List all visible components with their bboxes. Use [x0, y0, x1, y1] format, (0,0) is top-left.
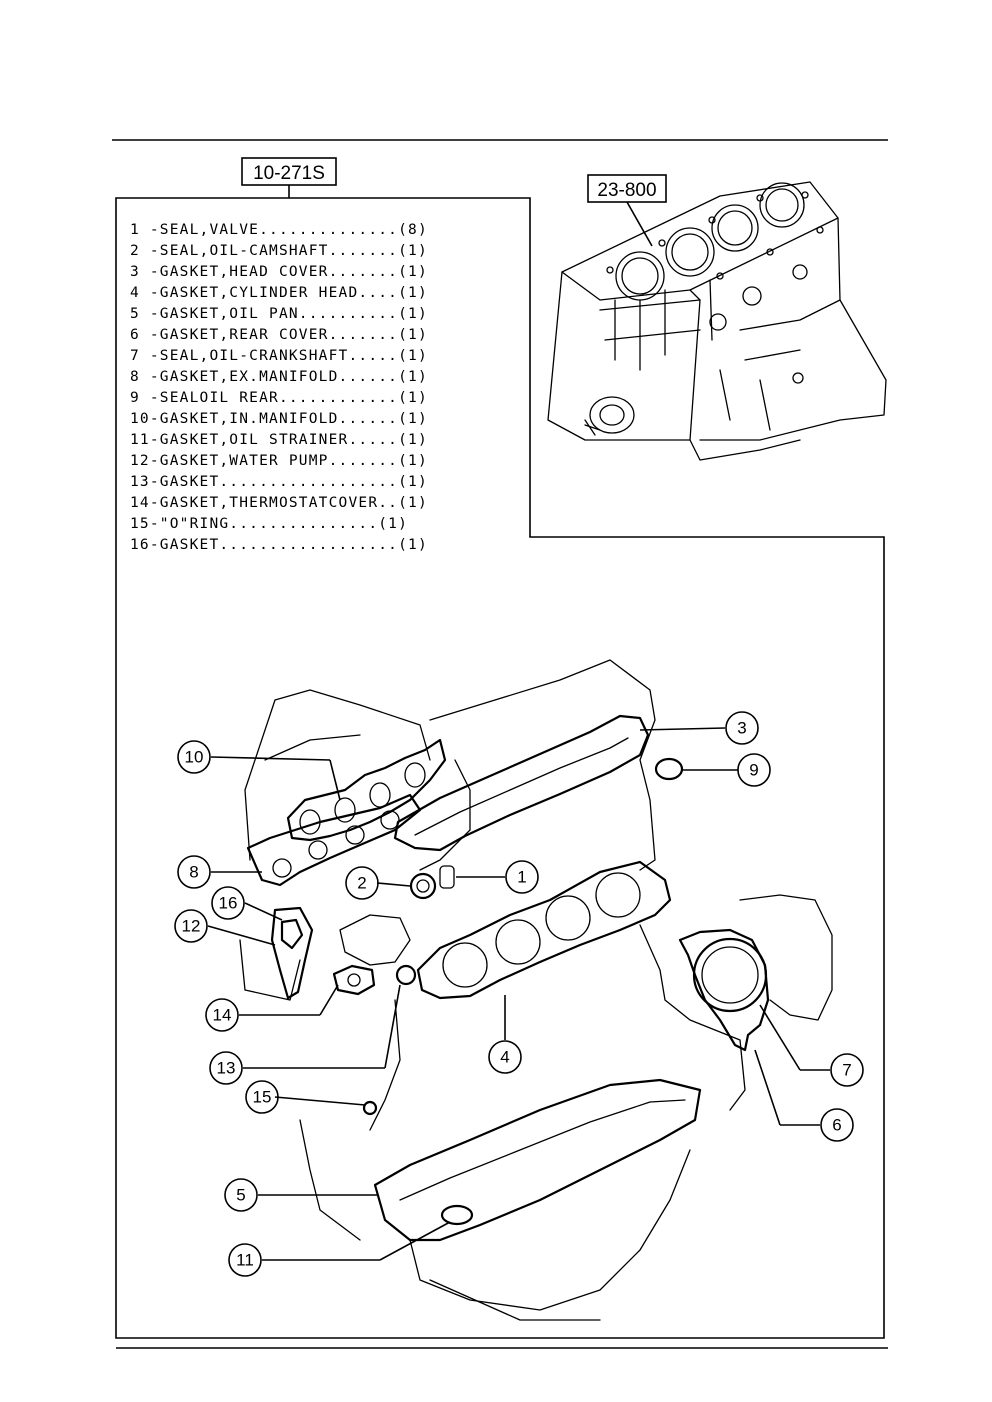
engine-block-part-number: 23-800: [597, 180, 656, 201]
oil-strainer-gasket: [440, 1204, 474, 1226]
head-cover-gasket: [393, 714, 650, 852]
leader-lines: [207, 727, 830, 1261]
cylinder-bore: [665, 227, 715, 277]
svg-text:3: 3: [737, 719, 746, 738]
callout-1: 1: [505, 860, 539, 894]
parts-list-item: 9 -SEALOIL REAR............(1): [130, 390, 428, 406]
engine-block-illustration: [547, 181, 887, 461]
callout-2: 2: [345, 866, 379, 900]
cylinder-head-gasket: [416, 860, 672, 1000]
callout-15: 15: [245, 1080, 279, 1114]
parts-list-item: 13-GASKET..................(1): [130, 474, 428, 490]
svg-text:5: 5: [236, 1186, 245, 1205]
svg-text:1: 1: [517, 868, 526, 887]
exploded-gasket-illustration: 1 2 3 4 5 6 7 8: [174, 659, 864, 1321]
oil-pan-gasket: [373, 1078, 702, 1242]
svg-text:4: 4: [500, 1048, 509, 1067]
gasket-13: [395, 964, 417, 986]
parts-list-item: 2 -SEAL,OIL-CAMSHAFT.......(1): [130, 243, 428, 259]
callout-6: 6: [820, 1108, 854, 1142]
callout-13: 13: [209, 1051, 243, 1085]
parts-list-item: 4 -GASKET,CYLINDER HEAD....(1): [130, 285, 428, 301]
svg-text:7: 7: [842, 1061, 851, 1080]
callout-16: 16: [211, 886, 245, 920]
svg-text:6: 6: [832, 1116, 841, 1135]
crankshaft-oil-seal: [692, 937, 768, 1013]
camshaft-oil-seal: [409, 872, 437, 900]
callout-4: 4: [488, 1040, 522, 1074]
cylinder-bore: [615, 251, 665, 301]
callout-7: 7: [830, 1053, 864, 1087]
svg-text:10: 10: [185, 748, 204, 767]
parts-list-item: 15-"O"RING...............(1): [130, 516, 408, 532]
parts-list-item: 1 -SEAL,VALVE..............(8): [130, 222, 428, 238]
cylinder-bore: [759, 182, 805, 228]
callout-9: 9: [737, 753, 771, 787]
rear-oil-seal: [654, 757, 684, 781]
callout-14: 14: [205, 998, 239, 1032]
parts-list-item: 3 -GASKET,HEAD COVER.......(1): [130, 264, 428, 280]
parts-list-item: 10-GASKET,IN.MANIFOLD......(1): [130, 411, 428, 427]
water-pump-gasket: [270, 906, 314, 1000]
gasket-16: [280, 918, 304, 950]
cylinder-bore: [711, 204, 759, 252]
parts-list-item: 5 -GASKET,OIL PAN..........(1): [130, 306, 428, 322]
parts-list-item: 12-GASKET,WATER PUMP.......(1): [130, 453, 428, 469]
o-ring: [362, 1100, 378, 1116]
parts-list-item: 16-GASKET..................(1): [130, 537, 428, 553]
parts-list-item: 14-GASKET,THERMOSTATCOVER..(1): [130, 495, 428, 511]
svg-text:15: 15: [253, 1088, 272, 1107]
parts-list: 1 -SEAL,VALVE..............(8) 2 -SEAL,O…: [130, 222, 428, 553]
intake-manifold-gasket: [286, 738, 447, 842]
svg-text:2: 2: [357, 874, 366, 893]
kit-part-number-box: 10-271S: [241, 157, 337, 198]
svg-text:8: 8: [189, 863, 198, 882]
callout-8: 8: [177, 855, 211, 889]
callout-10: 10: [177, 740, 211, 774]
thermostat-cover-gasket: [332, 964, 376, 996]
callout-12: 12: [174, 909, 208, 943]
svg-text:16: 16: [219, 894, 238, 913]
kit-part-number: 10-271S: [253, 163, 325, 184]
parts-list-item: 7 -SEAL,OIL-CRANKSHAFT.....(1): [130, 348, 428, 364]
callout-11: 11: [228, 1243, 262, 1277]
parts-list-item: 11-GASKET,OIL STRAINER.....(1): [130, 432, 428, 448]
svg-text:14: 14: [213, 1006, 232, 1025]
engine-block-part-number-box: 23-800: [587, 174, 667, 247]
kit-frame: [115, 197, 885, 1339]
svg-text:13: 13: [217, 1059, 236, 1078]
callout-3: 3: [725, 711, 759, 745]
parts-list-item: 8 -GASKET,EX.MANIFOLD......(1): [130, 369, 428, 385]
rear-cover-gasket: [678, 928, 770, 1052]
svg-text:12: 12: [182, 917, 201, 936]
svg-text:9: 9: [749, 761, 758, 780]
svg-text:11: 11: [236, 1251, 254, 1270]
callout-5: 5: [224, 1178, 258, 1212]
parts-list-item: 6 -GASKET,REAR COVER.......(1): [130, 327, 428, 343]
valve-seal: [439, 865, 455, 889]
